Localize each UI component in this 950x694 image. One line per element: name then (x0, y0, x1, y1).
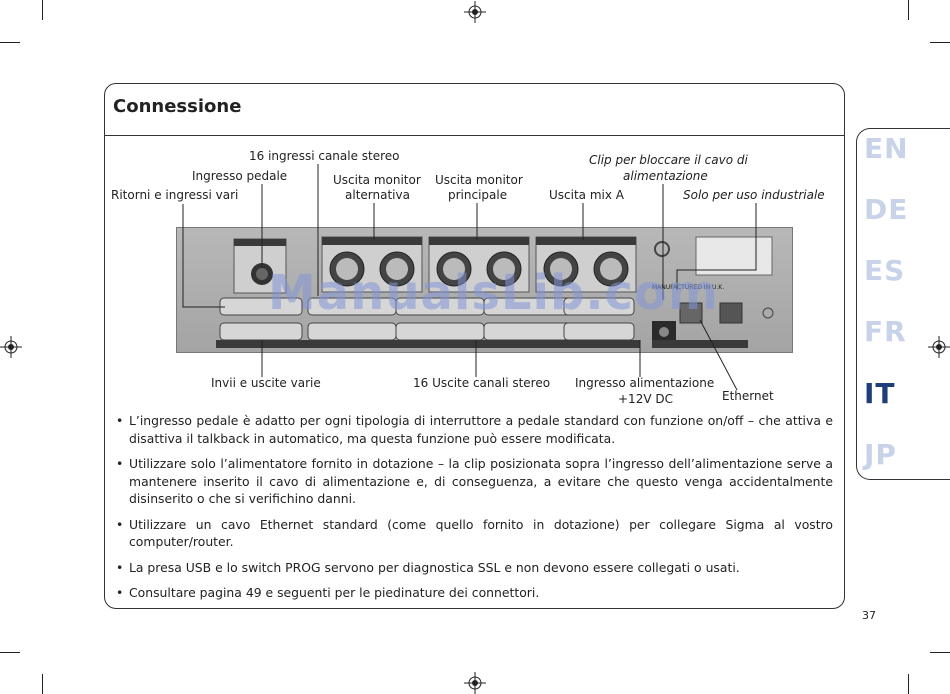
page-frame (104, 83, 845, 609)
crop-mark (0, 42, 20, 43)
label-clip-2: alimentazione (623, 169, 708, 183)
label-monitor-princ-1: Uscita monitor (435, 173, 523, 187)
registration-mark-icon (928, 336, 950, 358)
watermark: ManualsLib.com (268, 265, 719, 321)
label-ritorni: Ritorni e ingressi vari (111, 188, 239, 202)
list-item: Consultare pagina 49 e seguenti per le p… (116, 584, 833, 602)
crop-mark (42, 674, 43, 694)
label-clip-1: Clip per bloccare il cavo di (589, 153, 748, 167)
title-divider (104, 135, 845, 136)
list-item: L’ingresso pedale è adatto per ogni tipo… (116, 412, 833, 447)
registration-mark-icon (464, 672, 486, 694)
rear-panel-detail: MANUFACTURED IN U.K. (216, 236, 774, 348)
label-alimentazione-2: +12V DC (618, 392, 673, 406)
lang-tab-es[interactable]: ES (864, 254, 906, 287)
crop-mark (0, 652, 20, 653)
label-alimentazione-1: Ingresso alimentazione (575, 376, 715, 390)
lang-tab-jp[interactable]: JP (864, 438, 897, 471)
page-number: 37 (862, 609, 876, 622)
label-industriale: Solo per uso industriale (683, 188, 825, 202)
language-tabs (856, 128, 950, 480)
label-ingressi-stereo: 16 ingressi canale stereo (249, 149, 400, 163)
panel-manufactured: MANUFACTURED IN U.K. (652, 284, 724, 291)
section-title: Connessione (113, 96, 242, 117)
list-item: Utilizzare un cavo Ethernet standard (co… (116, 516, 833, 551)
lang-tab-it[interactable]: IT (864, 377, 896, 410)
crop-mark (42, 0, 43, 20)
crop-mark (930, 42, 950, 43)
lang-tab-de[interactable]: DE (864, 193, 909, 226)
lang-tab-en[interactable]: EN (864, 132, 909, 165)
label-ingresso-pedale: Ingresso pedale (192, 169, 288, 183)
label-monitor-alt-2: alternativa (345, 188, 410, 202)
label-mix-a: Uscita mix A (549, 188, 624, 202)
lang-tab-fr[interactable]: FR (864, 315, 907, 348)
registration-mark-icon (0, 336, 22, 358)
registration-mark-icon (464, 1, 486, 23)
label-ethernet: Ethernet (722, 389, 774, 403)
crop-mark (908, 674, 909, 694)
bullet-list: L’ingresso pedale è adatto per ogni tipo… (116, 412, 833, 610)
list-item: Utilizzare solo l’alimentatore fornito i… (116, 455, 833, 508)
list-item: La presa USB e lo switch PROG servono pe… (116, 559, 833, 577)
label-monitor-princ-2: principale (448, 188, 508, 202)
label-invii: Invii e uscite varie (211, 376, 321, 390)
crop-mark (908, 0, 909, 20)
crop-mark (930, 652, 950, 653)
label-monitor-alt-1: Uscita monitor (333, 173, 421, 187)
label-uscite-stereo: 16 Uscite canali stereo (413, 376, 551, 390)
